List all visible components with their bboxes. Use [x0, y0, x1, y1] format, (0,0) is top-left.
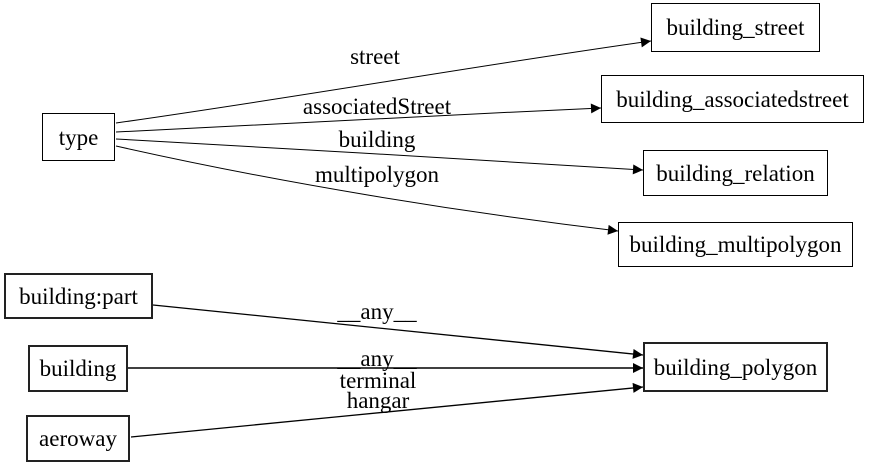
node-building-associatedstreet: building_associatedstreet [601, 75, 864, 123]
node-building: building [28, 345, 128, 392]
edge-label-any-building-part: __any__ [337, 299, 417, 324]
edge-aeroway-to-building-polygon [130, 382, 644, 438]
node-building-multipolygon: building_multipolygon [618, 222, 853, 267]
edge-label-terminal-hangar: terminal hangar [339, 368, 417, 413]
edge-type-to-building-associatedstreet [115, 103, 602, 133]
node-building-polygon: building_polygon [643, 342, 828, 392]
node-aeroway: aeroway [26, 415, 130, 462]
edge-label-building: building [338, 127, 416, 152]
edge-label-multipolygon: multipolygon [315, 162, 439, 187]
edge-label-any-building: __any__ [337, 346, 417, 371]
edge-label-street: street [350, 44, 400, 69]
edge-label-associatedstreet: associatedStreet [302, 94, 452, 119]
edge-type-to-building-street [115, 37, 652, 124]
node-building-relation: building_relation [643, 150, 828, 196]
edge-type-to-building-multipolygon [115, 145, 619, 235]
node-building-street: building_street [651, 3, 820, 52]
edge-type-to-building-relation [115, 138, 644, 175]
edge-building-part-to-building-polygon [152, 304, 644, 359]
node-building-part: building:part [4, 273, 153, 319]
node-type: type [42, 113, 115, 161]
